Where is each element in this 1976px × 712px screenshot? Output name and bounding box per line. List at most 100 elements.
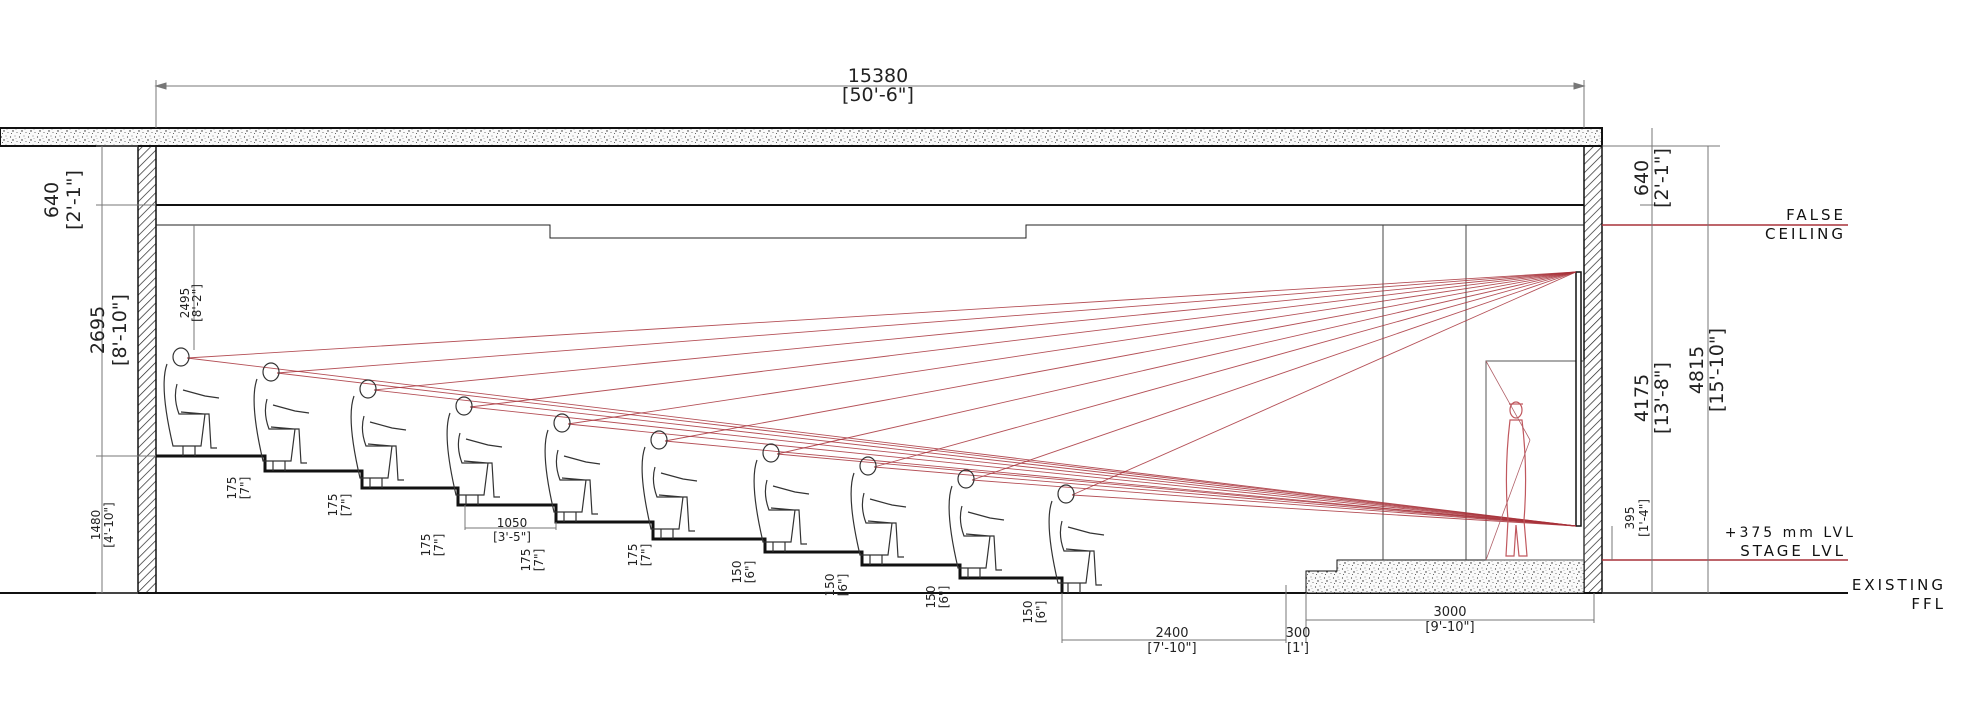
screen-height-imp: [13'-8"] <box>1651 362 1673 434</box>
screen-sill-dim: 395 [1'-4"] <box>1623 499 1651 537</box>
roof-slab <box>0 127 1603 147</box>
ffl-label-2: FFL <box>1911 595 1946 613</box>
riser-9-imp: [6"] <box>1034 601 1048 624</box>
screen-height-mm: 4175 <box>1631 374 1653 422</box>
riser-label-5: 175 [7"] <box>626 544 653 567</box>
rear-riser-dim: 1480 [4'-10"] <box>89 502 116 547</box>
riser-4-mm: 175 <box>519 549 533 572</box>
sightline-top <box>186 271 1577 359</box>
tread-imp: [3'-5"] <box>493 530 531 544</box>
right-plenum-imp: [2'-1"] <box>1651 148 1673 208</box>
stage-depth-mm: 3000 <box>1433 605 1466 620</box>
riser-1-imp: [7"] <box>238 477 252 500</box>
overall-height-mm: 4815 <box>1686 346 1708 394</box>
front-clearance-imp: [7'-10"] <box>1147 641 1196 656</box>
front-clearance-mm: 2400 <box>1155 626 1188 641</box>
top-row-clearance-dim: 2495 [8'-2"] <box>178 284 204 322</box>
seated-viewer <box>544 413 601 522</box>
sightline-bottom <box>186 357 1577 527</box>
stepped-riser <box>156 454 1064 593</box>
riser-label-3: 175 [7"] <box>419 534 446 557</box>
sightline-bottom <box>873 466 1577 527</box>
stage-platform <box>1305 559 1585 594</box>
dimension-lines <box>96 80 1720 643</box>
stage-lvl-label-1: +375 mm LVL <box>1725 525 1856 541</box>
riser-dim-labels: 175 [7"] 175 [7"] 175 [7"] 175 [7"] 175 … <box>225 477 1048 624</box>
top-row-clearance-imp: [8'-2"] <box>190 284 204 322</box>
sightline-top <box>373 271 1577 391</box>
total-length-imp: [50'-6"] <box>842 84 914 106</box>
sightline-bottom <box>567 423 1577 527</box>
sightline-top <box>873 271 1577 468</box>
tread-dim: 1050 [3'-5"] <box>493 516 531 544</box>
sightline-bottom <box>276 372 1577 527</box>
right-plenum-dim: 640 [2'-1"] <box>1631 148 1673 208</box>
riser-label-8: 150 [6"] <box>924 586 951 609</box>
riser-2-imp: [7"] <box>339 494 353 517</box>
riser-7-imp: [6"] <box>836 574 850 597</box>
sightline-bottom <box>373 389 1577 527</box>
riser-3-imp: [7"] <box>432 534 446 557</box>
riser-label-7: 150 [6"] <box>823 574 850 597</box>
sightline-bottom <box>971 479 1577 527</box>
seating-rows <box>163 347 1105 593</box>
riser-7-mm: 150 <box>823 574 837 597</box>
seated-viewer <box>850 456 907 565</box>
stage-depth-imp: [9'-10"] <box>1425 620 1474 635</box>
sightline-bottom <box>664 440 1577 527</box>
overall-height-dim: 4815 [15'-10"] <box>1686 328 1728 412</box>
riser-8-imp: [6"] <box>937 586 951 609</box>
riser-6-imp: [6"] <box>743 561 757 584</box>
riser-6-mm: 150 <box>730 561 744 584</box>
stage-lvl-label-2: STAGE LVL <box>1740 542 1846 560</box>
screen <box>1575 271 1582 527</box>
seated-viewer <box>253 362 310 471</box>
sightline-top <box>971 271 1577 481</box>
riser-label-4: 175 [7"] <box>519 549 546 572</box>
rear-riser-imp: [4'-10"] <box>102 502 116 547</box>
right-wall <box>1583 145 1603 594</box>
riser-8-mm: 150 <box>924 586 938 609</box>
seated-viewer <box>1048 484 1105 593</box>
rear-riser-mm: 1480 <box>89 510 103 541</box>
stage-step-mm: 300 <box>1286 626 1311 641</box>
sightline-top <box>664 271 1577 442</box>
left-plenum-dim: 640 [2'-1"] <box>41 170 85 230</box>
riser-9-mm: 150 <box>1021 601 1035 624</box>
left-wall <box>137 145 157 594</box>
riser-5-mm: 175 <box>626 544 640 567</box>
total-length-mm: 15380 <box>848 65 908 87</box>
sightline-top <box>469 271 1577 408</box>
riser-5-imp: [7"] <box>639 544 653 567</box>
top-dimension: 15380 [50'-6"] <box>842 65 914 106</box>
riser-1-mm: 175 <box>225 477 239 500</box>
riser-label-6: 150 [6"] <box>730 561 757 584</box>
sightline-bottom <box>469 406 1577 527</box>
presenter-figure <box>1505 401 1528 557</box>
false-ceiling-label-2: CEILING <box>1765 225 1846 243</box>
overall-height-imp: [15'-10"] <box>1706 328 1728 412</box>
stage-depth-dim: 3000 [9'-10"] <box>1425 605 1474 635</box>
sightline-bottom <box>776 453 1577 527</box>
bulkhead <box>156 224 1584 239</box>
riser-label-2: 175 [7"] <box>326 494 353 517</box>
level-annotations: FALSE CEILING +375 mm LVL STAGE LVL EXIS… <box>1725 206 1946 613</box>
seated-viewer <box>446 396 503 505</box>
screen-height-dim: 4175 [13'-8"] <box>1631 362 1673 434</box>
presenter-sightcone <box>1485 360 1531 561</box>
left-plenum-imp: [2'-1"] <box>63 170 85 230</box>
left-plenum-mm: 640 <box>41 182 63 218</box>
false-ceiling-label-1: FALSE <box>1786 206 1846 224</box>
seated-viewer <box>641 430 698 539</box>
seated-viewer <box>350 379 407 488</box>
riser-3-mm: 175 <box>419 534 433 557</box>
sightline-top <box>276 271 1577 374</box>
sightlines <box>186 271 1577 527</box>
front-clearance-dim: 2400 [7'-10"] <box>1147 626 1196 656</box>
door-opening <box>1485 360 1585 561</box>
right-plenum-mm: 640 <box>1631 160 1653 196</box>
sightline-top <box>567 271 1577 425</box>
left-ceiling-mm: 2695 <box>87 306 109 354</box>
